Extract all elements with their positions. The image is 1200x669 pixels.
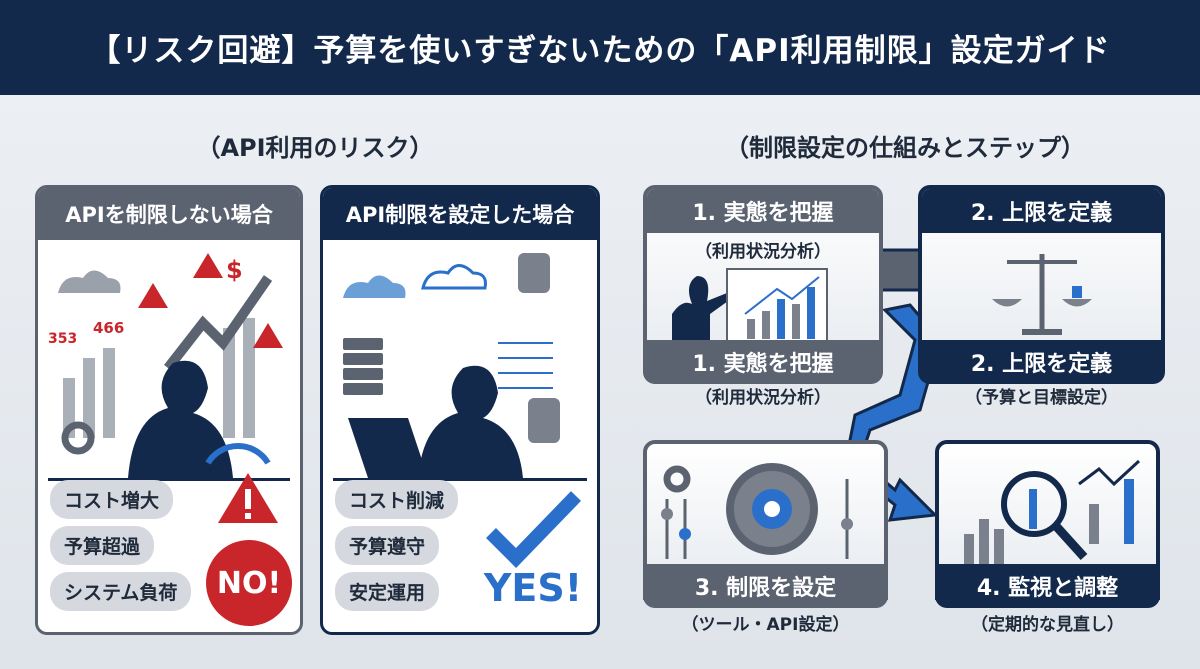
chart-value: 466 [93, 319, 124, 337]
businessman-silhouette [128, 360, 233, 478]
card-header: APIを制限しない場合 [38, 188, 300, 240]
tag-cost-reduction: コスト削減 [335, 480, 459, 519]
monitoring-magnifier-illustration [964, 459, 1141, 564]
stressed-businessman-illustration: 353 466 $ [48, 253, 283, 478]
tag-system-load: システム負荷 [50, 572, 192, 611]
chart-value: 353 [48, 331, 77, 347]
left-subtitle: （API利用のリスク） [196, 134, 434, 162]
businessman-silhouette [418, 365, 523, 478]
balance-scale-icon [992, 254, 1092, 335]
step-3-label-desc: （ツール・API設定） [681, 615, 850, 635]
no-limit-card: APIを制限しない場合 353 466 $ コスト増大 予算超過 システム負荷 … [35, 185, 303, 635]
speedometer-icon [205, 443, 271, 465]
tag-budget-compliance: 予算遵守 [335, 526, 440, 565]
warning-icon [138, 253, 283, 348]
step-1-label: 1. 実態を把握 [643, 340, 883, 384]
header-banner: 【リスク回避】予算を使いすぎないための「API利用制限」設定ガイド [0, 0, 1200, 95]
businessman-laptop-illustration [343, 253, 560, 478]
laptop-icon [348, 418, 428, 478]
page-title: 【リスク回避】予算を使いすぎないための「API利用制限」設定ガイド [89, 33, 1111, 69]
step-2-label: 2. 上限を定義 [918, 340, 1165, 384]
step-3-label: 3. 制限を設定 [643, 564, 888, 608]
gear-icon [663, 465, 691, 493]
tag-budget-overrun: 予算超過 [50, 526, 155, 565]
yes-label: YES! [483, 566, 583, 610]
trend-arrow-icon [164, 275, 273, 372]
step-title: 1. 実態を把握 [647, 189, 879, 233]
cloud-icon [58, 270, 121, 293]
step-desc: （利用状況分析） [695, 242, 831, 262]
tag-cost-increase: コスト増大 [50, 480, 174, 519]
step-4-label: 4. 監視と調整 [935, 564, 1160, 608]
dollar-icon: $ [226, 256, 243, 284]
no-badge: NO! [206, 540, 292, 626]
presentation-chart-illustration [672, 268, 828, 349]
step-title: 2. 上限を定義 [922, 189, 1161, 233]
magnifier-icon [1001, 471, 1067, 537]
step-2-label-desc: （予算と目標設定） [965, 388, 1118, 408]
cloud-upload-icon [421, 264, 487, 290]
with-limit-card: API制限を設定した場合 コスト削減 予算遵守 安定運用 YES! [320, 185, 600, 635]
checkmark-icon [486, 491, 581, 568]
server-icon [343, 338, 383, 395]
card-header: API制限を設定した場合 [323, 188, 597, 240]
cloud-icon [343, 275, 406, 298]
right-subtitle: （制限設定の仕組みとステップ） [725, 134, 1085, 162]
settings-gear-illustration [661, 463, 853, 559]
step-1-label-desc: （利用状況分析） [695, 388, 831, 408]
gear-icon [61, 421, 95, 455]
tag-stable-operation: 安定運用 [335, 572, 440, 611]
presenter-silhouette [672, 276, 735, 349]
step-4-label-desc: （定期的な見直し） [971, 615, 1124, 635]
warning-icon [218, 473, 278, 523]
database-icon [518, 253, 560, 443]
